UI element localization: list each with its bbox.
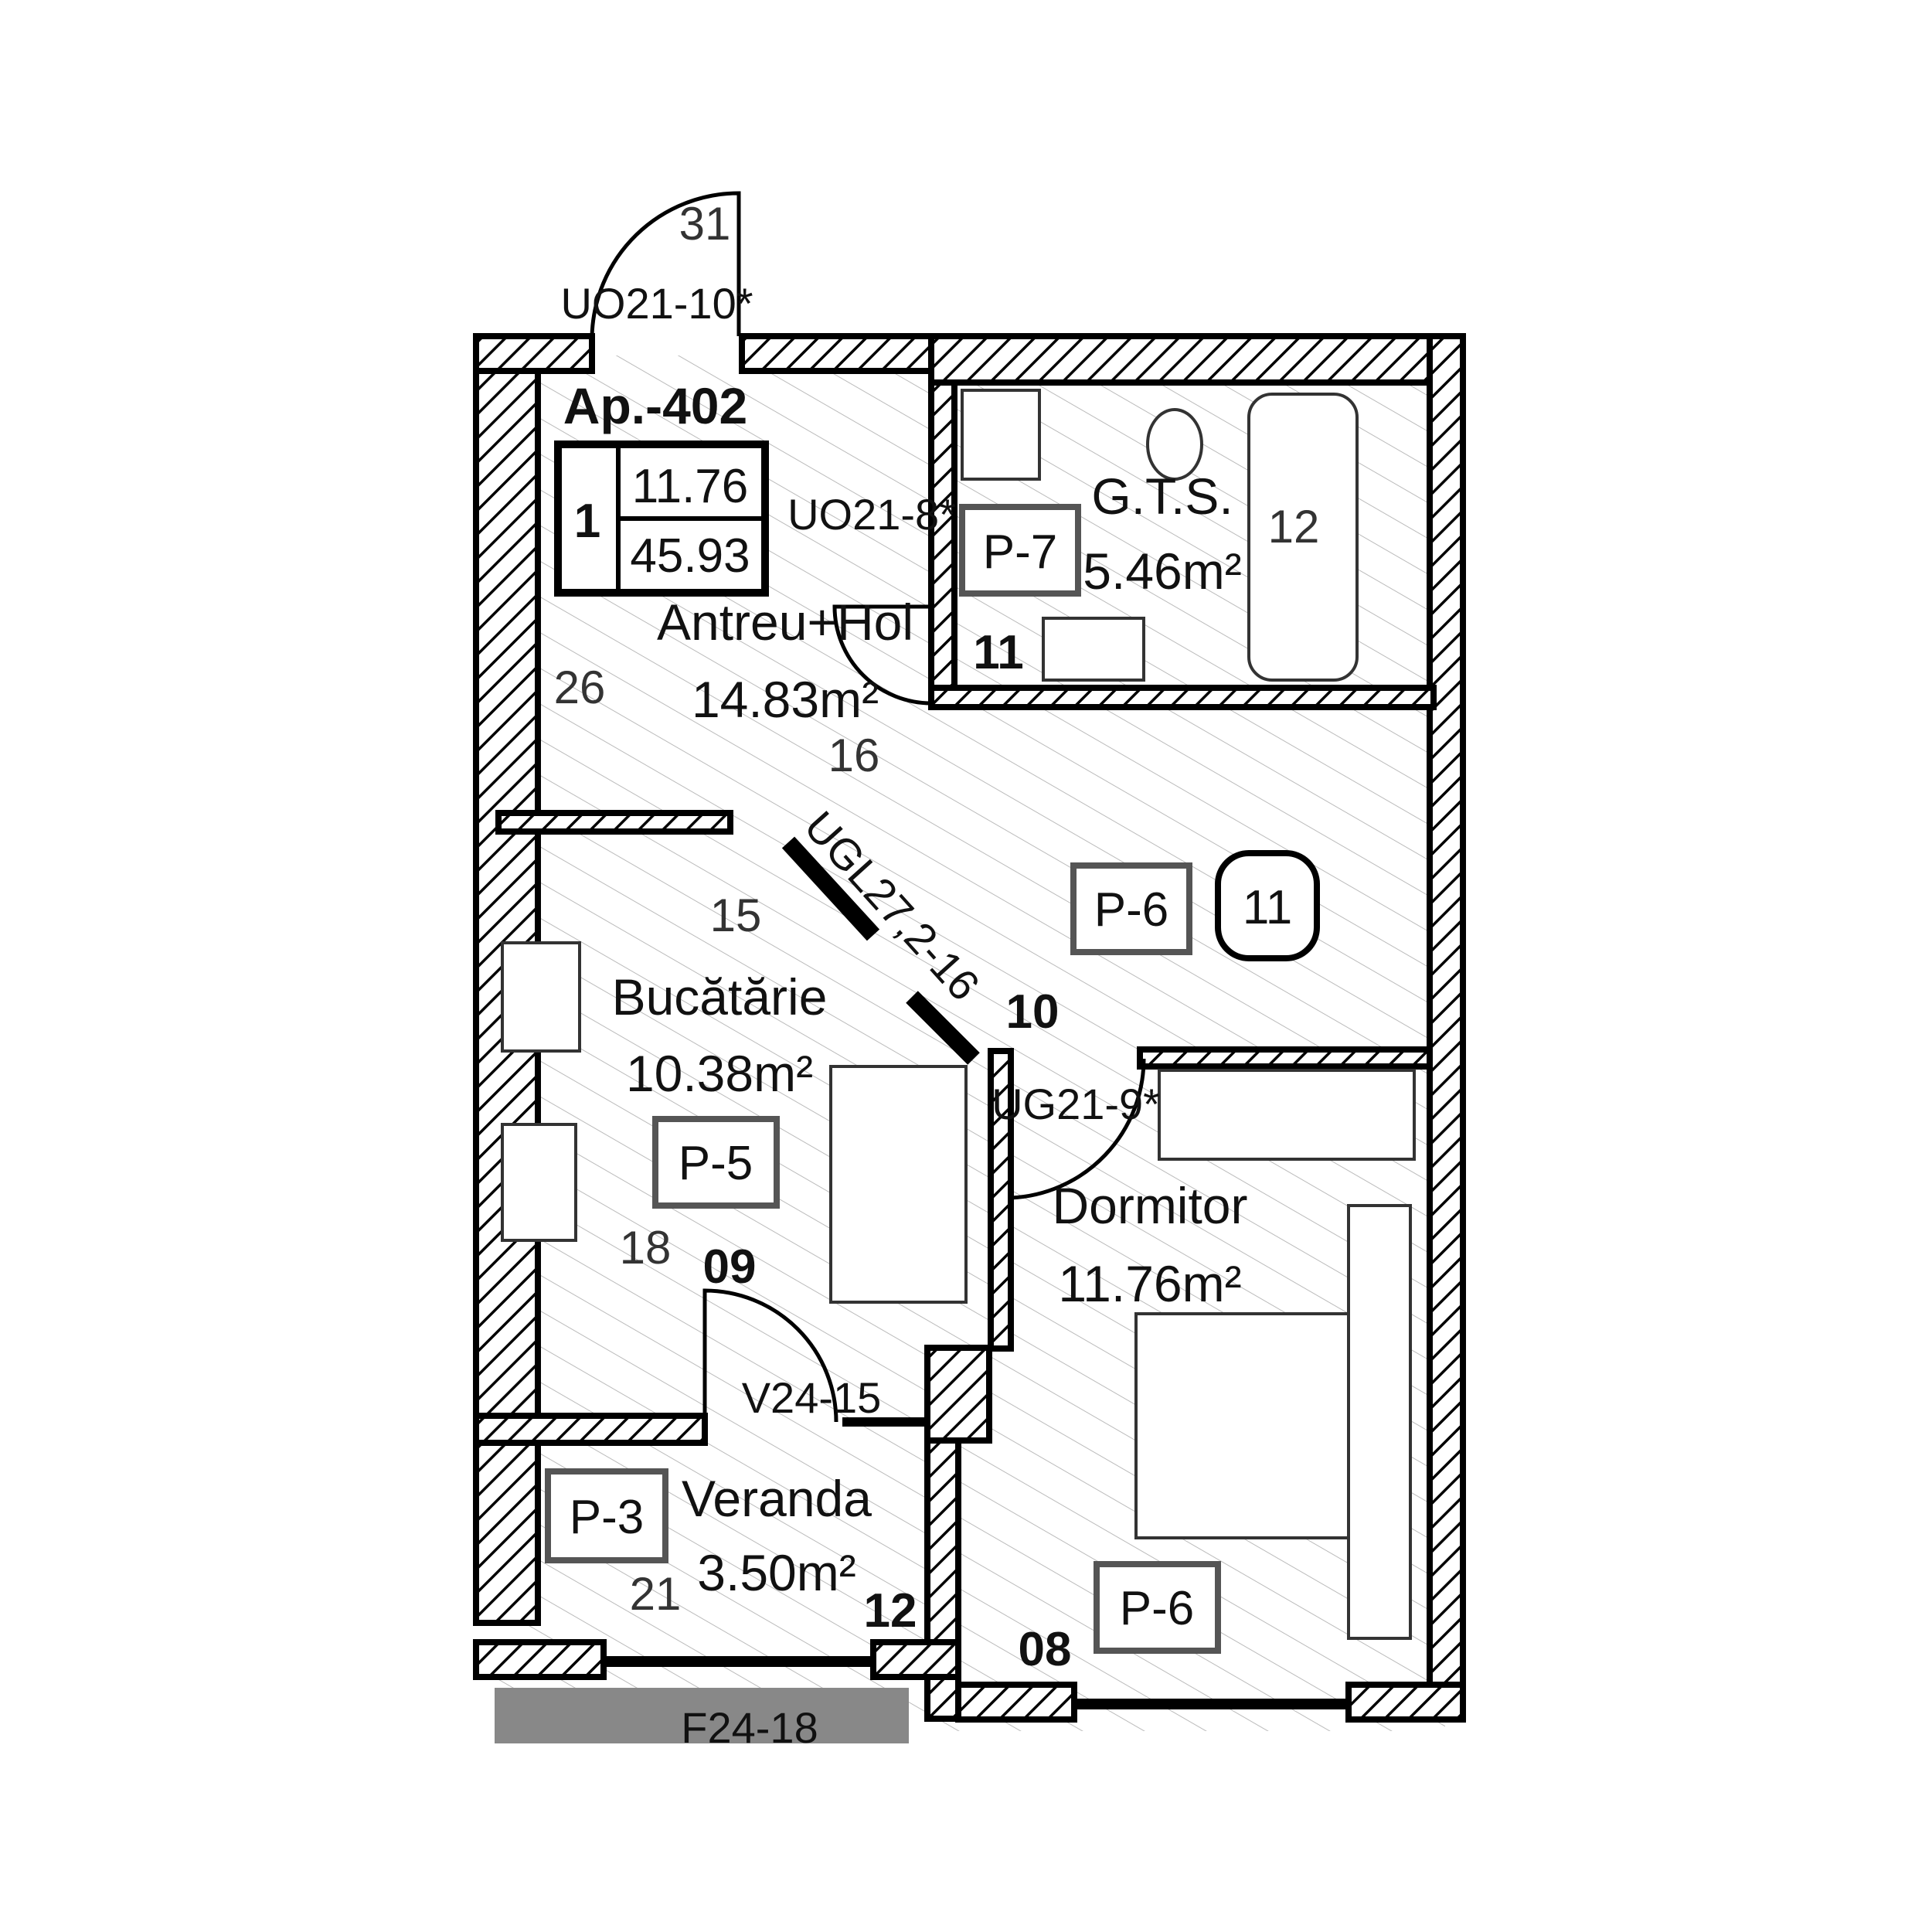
floor-code-box-living <box>1070 862 1192 955</box>
marker-16: 16 <box>828 730 880 781</box>
apartment-summary-box: 1 11.76 45.93 <box>554 440 769 597</box>
kitchen-area: 10.38m² <box>626 1045 813 1102</box>
marker-18: 18 <box>620 1222 672 1274</box>
furniture <box>501 389 1416 1640</box>
door-swings <box>590 191 1146 1423</box>
rooms-count: 1 <box>574 495 600 548</box>
floor-code-veranda: P-3 <box>570 1491 644 1544</box>
marker-31: 31 <box>679 198 731 250</box>
living-area: 11.76 <box>632 460 749 513</box>
circle-label: 11 <box>1243 881 1292 934</box>
window-code: F24-18 <box>681 1703 818 1752</box>
bedroom-name: Dormitor <box>1052 1177 1247 1234</box>
total-area: 45.93 <box>630 529 750 583</box>
veranda-area: 3.50m² <box>697 1544 855 1601</box>
door-code-entry: UO21-10* <box>560 279 753 328</box>
bold-label-12: 12 <box>864 1584 917 1638</box>
floor-code-box-kitchen <box>652 1116 780 1209</box>
bold-label-10: 10 <box>1006 985 1060 1039</box>
floor-code-living: P-6 <box>1094 883 1168 937</box>
circle-label-box <box>1215 850 1320 961</box>
bathroom-area: 5.46m² <box>1083 543 1241 600</box>
bedroom-area: 11.76m² <box>1058 1255 1241 1312</box>
bold-label-09: 09 <box>703 1240 757 1294</box>
marker-26: 26 <box>554 662 606 713</box>
marker-21: 21 <box>630 1568 682 1620</box>
apartment-title: Ap.-402 <box>563 377 747 434</box>
hall-area: 14.83m² <box>692 671 879 728</box>
door-code-bedroom: UG21-9* <box>992 1080 1160 1128</box>
veranda-name: Veranda <box>682 1470 872 1527</box>
floor-code-box-bedroom <box>1094 1561 1221 1654</box>
bathroom-name: G.T.S. <box>1091 468 1233 525</box>
floor-code-box-bathroom <box>959 504 1081 597</box>
floor-code-bathroom: P-7 <box>983 526 1057 579</box>
floor-code-box-veranda <box>545 1468 668 1563</box>
kitchen-name: Bucătărie <box>612 968 828 1026</box>
door-code-veranda: V24-15 <box>742 1373 882 1422</box>
floor-code-kitchen: P-5 <box>679 1137 753 1190</box>
floor-code-bedroom: P-6 <box>1120 1582 1194 1635</box>
marker-12-bath: 12 <box>1268 501 1320 553</box>
bold-label-08: 08 <box>1019 1623 1072 1676</box>
door-code-bathroom: UO21-8* <box>787 490 956 539</box>
window-bar <box>495 1688 909 1743</box>
hall-name: Antreu+Hol <box>657 594 913 651</box>
bold-label-11: 11 <box>973 626 1024 679</box>
marker-15: 15 <box>710 889 762 941</box>
